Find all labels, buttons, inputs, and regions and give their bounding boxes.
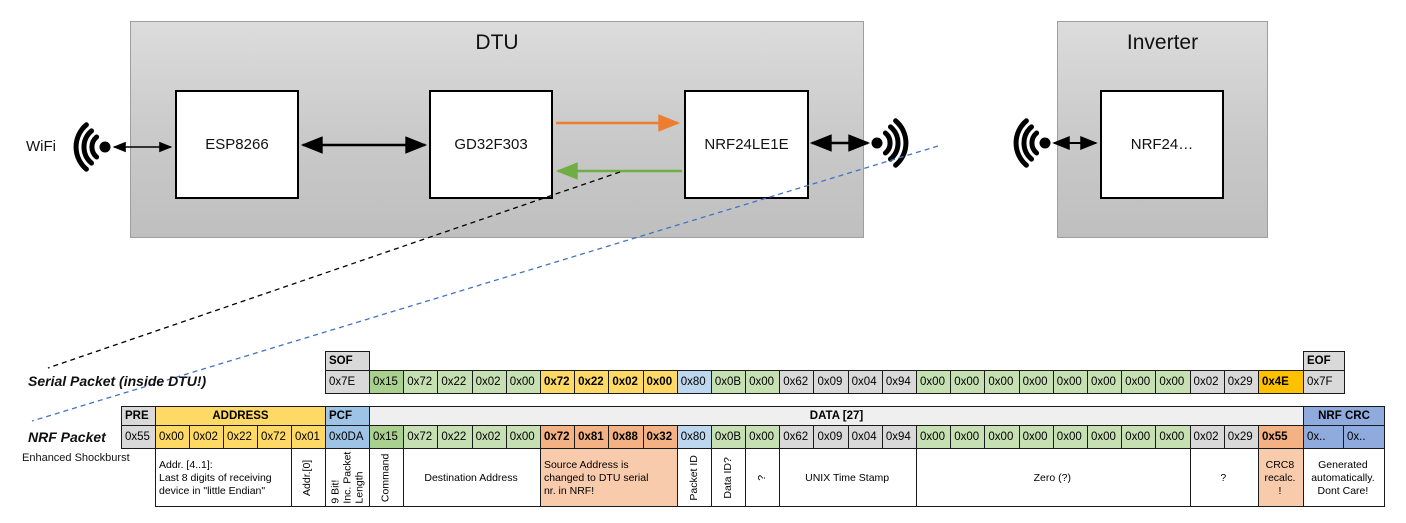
serial-byte-cell: 0x00: [642, 370, 678, 394]
nrf-address-byte-cell: 0x22: [223, 425, 258, 449]
serial-byte-cell: 0x00: [1121, 370, 1157, 394]
serial-byte-cell: 0x72: [539, 370, 576, 394]
sof-header: SOF: [325, 351, 370, 371]
annotation-cell: CRC8 recalc. !: [1257, 448, 1304, 507]
nrf-byte-cell: 0x0B: [710, 425, 747, 449]
serial-byte-cell: 0x00: [1086, 370, 1123, 394]
data-header: DATA [27]: [369, 406, 1304, 426]
address-header: ADDRESS: [155, 406, 326, 426]
serial-byte-cell: 0x02: [471, 370, 507, 394]
annotation-cell: Zero (?): [916, 448, 1191, 507]
serial-byte-cell: 0x02: [608, 370, 644, 394]
annotation-cell: UNIX Time Stamp: [779, 448, 918, 507]
nrf-crc-value-cell: 0x..: [1303, 425, 1344, 449]
serial-byte-cell: 0x80: [676, 370, 712, 394]
serial-byte-cell: 0x22: [437, 370, 473, 394]
nrf-address-byte-cell: 0x72: [257, 425, 292, 449]
annotation-cell: ?: [745, 448, 781, 507]
annotation-cell: Command: [369, 448, 405, 507]
serial-byte-cell: 0x0B: [710, 370, 747, 394]
annotation-cell: Packet ID: [676, 448, 712, 507]
serial-byte-cell: 0x02: [1189, 370, 1225, 394]
nrf-byte-cell: 0x22: [437, 425, 473, 449]
inverter-title: Inverter: [1126, 31, 1199, 54]
nrf-byte-cell: 0x00: [1018, 425, 1054, 449]
annotation-cell: Destination Address: [403, 448, 541, 507]
nrf-byte-cell: 0x04: [847, 425, 883, 449]
annotation-cell: Addr. [4..1]: Last 8 digits of receiving…: [155, 448, 292, 507]
annotation-cell: 9 Bit! Inc. Packet Length: [325, 448, 370, 507]
serial-byte-cell: 0x62: [779, 370, 815, 394]
nrf-byte-cell: 0x62: [779, 425, 815, 449]
nrf-byte-cell: 0x00: [1155, 425, 1191, 449]
nrf-byte-cell: 0x29: [1223, 425, 1259, 449]
eof-header: EOF: [1303, 351, 1345, 371]
nrf-byte-cell: 0x00: [916, 425, 952, 449]
nrf-byte-cell: 0x02: [1189, 425, 1225, 449]
serial-byte-cell: 0x09: [813, 370, 849, 394]
nrf-byte-cell: 0x00: [745, 425, 781, 449]
serial-byte-cell: 0x72: [403, 370, 439, 394]
serial-byte-cell: 0x04: [847, 370, 883, 394]
nrf-byte-cell: 0x72: [539, 425, 576, 449]
serial-byte-cell: 0x4E: [1258, 370, 1304, 394]
nrf-crc-header: NRF CRC: [1303, 406, 1385, 426]
nrf-byte-cell: 0x09: [813, 425, 849, 449]
chip-box-nrf24: NRF24…: [1100, 90, 1224, 199]
dtu-title: DTU: [475, 31, 519, 54]
enhanced-shockburst-label: Enhanced Shockburst: [22, 452, 130, 464]
pre-value: 0x55: [121, 425, 156, 449]
nrf-byte-cell: 0x00: [505, 425, 541, 449]
eof-value: 0x7F: [1303, 370, 1345, 394]
pre-header: PRE: [121, 406, 156, 426]
serial-byte-cell: 0x00: [505, 370, 541, 394]
serial-byte-cell: 0x00: [950, 370, 986, 394]
annotation-cell: Generated automatically. Dont Care!: [1302, 448, 1385, 507]
pcf-header: PCF: [325, 406, 370, 426]
nrf-byte-cell: 0x00: [1052, 425, 1088, 449]
serial-byte-cell: 0x00: [1018, 370, 1054, 394]
inverter-container: Inverter: [1057, 21, 1268, 238]
nrf-address-byte-cell: 0x00: [155, 425, 190, 449]
nrf-byte-cell: 0x72: [403, 425, 439, 449]
nrf-byte-cell: 0x00: [1086, 425, 1123, 449]
nrf-address-byte-cell: 0x01: [291, 425, 326, 449]
nrf-byte-cell: 0x00: [984, 425, 1020, 449]
nrf-byte-cell: 0x15: [369, 425, 405, 449]
nrf-byte-cell: 0x00: [950, 425, 986, 449]
nrf-byte-cell: 0x88: [608, 425, 644, 449]
annotation-cell: Addr.[0]: [291, 448, 326, 507]
serial-byte-cell: 0x94: [881, 370, 918, 394]
nrf-byte-cell: 0x00: [1121, 425, 1157, 449]
pcf-value: 0x0DA: [325, 425, 370, 449]
serial-byte-cell: 0x22: [574, 370, 610, 394]
nrf-byte-cell: 0x55: [1258, 425, 1304, 449]
nrf-crc-value-cell: 0x..: [1343, 425, 1385, 449]
nrf-byte-cell: 0x02: [471, 425, 507, 449]
nrf-byte-cell: 0x94: [881, 425, 918, 449]
nrf-byte-cell: 0x32: [642, 425, 678, 449]
serial-byte-cell: 0x15: [369, 370, 405, 394]
nrf-byte-cell: 0x81: [574, 425, 610, 449]
annotation-cell: Source Address is changed to DTU serial …: [539, 448, 678, 507]
annotation-cell: ?: [1189, 448, 1259, 507]
serial-packet-label: Serial Packet (inside DTU!): [28, 373, 207, 389]
nrf-address-byte-cell: 0x02: [189, 425, 224, 449]
nrf-packet-label: NRF Packet: [28, 429, 106, 445]
serial-byte-cell: 0x29: [1223, 370, 1259, 394]
sof-value: 0x7E: [325, 370, 370, 394]
annotation-cell: Data ID?: [710, 448, 747, 507]
serial-byte-cell: 0x00: [1155, 370, 1191, 394]
nrf-byte-cell: 0x80: [676, 425, 712, 449]
serial-byte-cell: 0x00: [916, 370, 952, 394]
serial-byte-cell: 0x00: [1052, 370, 1088, 394]
serial-byte-cell: 0x00: [745, 370, 781, 394]
serial-byte-cell: 0x00: [984, 370, 1020, 394]
